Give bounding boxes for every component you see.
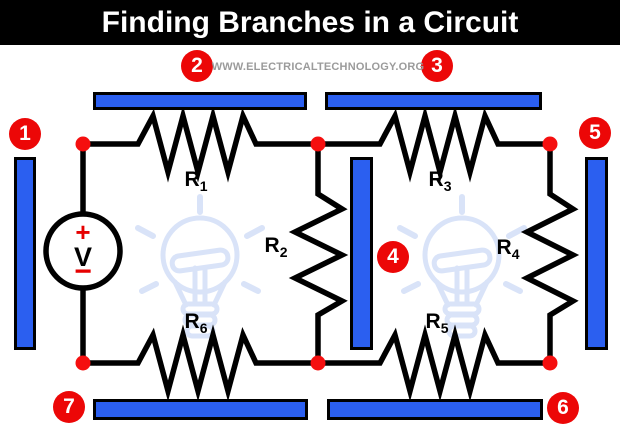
branch-bar-4 <box>350 157 373 350</box>
node-dot <box>310 136 326 152</box>
branch-marker-6: 6 <box>547 392 579 424</box>
branch-marker-1: 1 <box>9 118 41 150</box>
branch-marker-5: 5 <box>579 117 611 149</box>
resistor-label-r6: R6 <box>184 310 208 337</box>
branch-marker-7: 7 <box>53 391 85 423</box>
node-dot <box>542 355 558 371</box>
title-bar: Finding Branches in a Circuit <box>0 0 620 45</box>
branch-bar-7 <box>93 399 308 420</box>
branch-bar-1 <box>14 157 36 350</box>
branch-bar-6 <box>327 399 543 420</box>
branch-marker-2: 2 <box>181 50 213 82</box>
resistor-label-r1: R1 <box>184 168 208 195</box>
wire-right-with-r4 <box>520 144 580 363</box>
voltage-source-circle <box>43 211 123 291</box>
node-dot <box>75 136 91 152</box>
node-dot <box>75 355 91 371</box>
branch-bar-3 <box>325 92 542 110</box>
website-watermark: WWW.ELECTRICALTECHNOLOGY.ORG <box>211 61 425 73</box>
resistor-label-r2: R2 <box>264 234 288 261</box>
node-dot <box>542 136 558 152</box>
wire-middle-with-r2 <box>288 144 349 363</box>
resistor-label-r5: R5 <box>425 310 449 337</box>
page-title: Finding Branches in a Circuit <box>101 5 519 39</box>
source-minus-sign: − <box>74 255 92 288</box>
resistor-label-r4: R4 <box>496 236 520 263</box>
resistor-label-r3: R3 <box>428 168 452 195</box>
source-plus-sign: + <box>75 217 90 247</box>
voltage-source-label: V <box>74 242 92 272</box>
branch-marker-3: 3 <box>421 50 453 82</box>
branch-marker-4: 4 <box>377 241 409 273</box>
branch-bar-5 <box>585 157 608 350</box>
node-dot <box>310 355 326 371</box>
branch-bar-2 <box>93 92 307 110</box>
